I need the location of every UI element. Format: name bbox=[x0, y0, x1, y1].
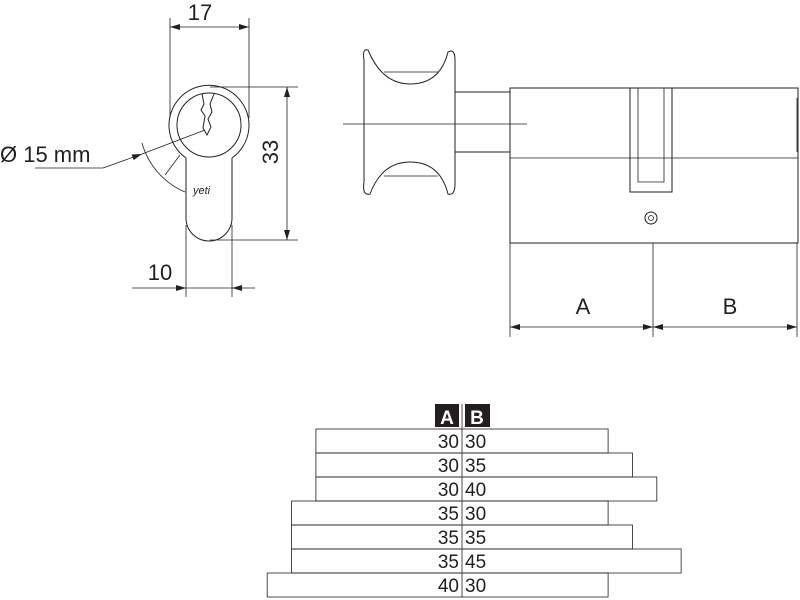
table-row: 40 30 bbox=[266, 572, 609, 598]
row-box bbox=[291, 548, 682, 574]
cell-b: 35 bbox=[465, 528, 486, 549]
table-row: 30 35 bbox=[315, 452, 633, 478]
cell-b: 45 bbox=[465, 552, 486, 573]
cell-a: 35 bbox=[438, 552, 459, 573]
plug-circle bbox=[176, 92, 242, 158]
keyway-icon bbox=[200, 93, 215, 137]
diameter-label: Ø 15 mm bbox=[0, 142, 90, 167]
brand-mark: yeti bbox=[192, 185, 211, 197]
cell-b: 40 bbox=[465, 480, 486, 501]
size-table: A B 30 30 30 35 30 40 35 30 35 35 35 45 40 30 bbox=[266, 404, 682, 598]
cell-b: 30 bbox=[465, 576, 486, 597]
row-box bbox=[266, 572, 609, 598]
cell-a: 35 bbox=[438, 504, 459, 525]
cell-a: 35 bbox=[438, 528, 459, 549]
table-row: 30 40 bbox=[315, 476, 658, 502]
cell-a: 30 bbox=[438, 480, 459, 501]
dimension-17-label: 17 bbox=[188, 0, 212, 25]
thumb-knob bbox=[363, 49, 456, 195]
knob-shaft bbox=[454, 91, 511, 153]
cell-a: 30 bbox=[438, 456, 459, 477]
header-b: B bbox=[470, 408, 484, 429]
header-a: A bbox=[440, 408, 454, 429]
table-row: 35 30 bbox=[291, 500, 609, 526]
cell-b: 30 bbox=[465, 504, 486, 525]
header-a-badge bbox=[435, 404, 459, 427]
dimension-33-label: 33 bbox=[258, 140, 283, 164]
front-view: yeti 17 33 10 Ø 15 mm bbox=[0, 0, 298, 297]
cam-slot bbox=[629, 88, 673, 193]
dimension-a-label: A bbox=[576, 294, 591, 319]
dimension-b-label: B bbox=[723, 294, 738, 319]
cylinder-body bbox=[509, 87, 799, 244]
screw-hole bbox=[644, 211, 658, 225]
side-view: A B bbox=[343, 49, 799, 337]
cell-b: 30 bbox=[465, 432, 486, 453]
cell-a: 30 bbox=[438, 432, 459, 453]
row-box bbox=[315, 476, 658, 502]
cylinder-profile-outline bbox=[168, 84, 250, 242]
cell-a: 40 bbox=[438, 576, 459, 597]
table-row: 35 45 bbox=[291, 548, 682, 574]
dimension-10-label: 10 bbox=[148, 260, 172, 285]
header-b-badge bbox=[465, 404, 490, 427]
cell-b: 35 bbox=[465, 456, 486, 477]
